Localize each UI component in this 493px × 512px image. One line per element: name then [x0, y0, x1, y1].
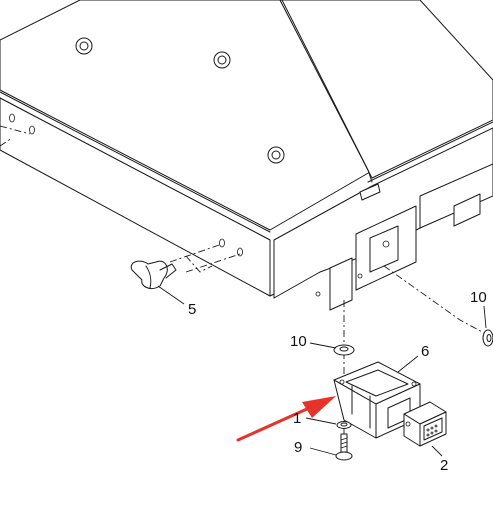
bracket-side-face	[333, 379, 377, 439]
side-tab	[329, 257, 353, 311]
screw-head	[335, 451, 353, 461]
lid-edge-front	[0, 91, 271, 233]
bracket-window	[369, 225, 399, 273]
lid-edge-right	[367, 121, 493, 183]
side-hole	[357, 273, 363, 279]
side-slot-panel	[419, 163, 493, 229]
callout-9: 9	[294, 439, 302, 456]
washer-small-part	[305, 417, 352, 429]
callout-10-top: 10	[290, 333, 307, 350]
callout-2: 2	[440, 457, 448, 474]
thumb-screw-shaft	[159, 263, 177, 279]
thumb-screw-part	[130, 260, 185, 305]
bracket-box-part	[333, 355, 421, 439]
side-slot	[453, 193, 481, 227]
leader-1	[305, 417, 337, 425]
leader-5	[157, 285, 185, 305]
chassis-body	[0, 0, 493, 311]
leader-10b	[483, 305, 487, 329]
washer-top-part	[309, 342, 355, 356]
washer-top-inner	[339, 346, 349, 352]
bracket-opening	[345, 369, 409, 397]
callout-labels: 5 10 6 1 9 2 10	[188, 289, 487, 474]
leader-10a	[309, 342, 337, 349]
arrow-head	[302, 396, 336, 418]
callout-6: 6	[421, 343, 429, 360]
lid-seam	[281, 0, 373, 183]
bracket-screw-hole	[382, 240, 390, 248]
arrow-shaft	[236, 402, 320, 442]
callout-5: 5	[188, 301, 196, 318]
screw-part	[309, 433, 353, 461]
callout-1: 1	[293, 410, 301, 427]
connector-part	[403, 401, 447, 457]
lid-knobs	[75, 37, 285, 164]
seam-hinge	[359, 183, 381, 201]
thumb-screw-head	[130, 260, 168, 289]
knob-inner-3	[271, 150, 281, 160]
leader-2	[431, 445, 443, 457]
red-indicator-arrow	[236, 396, 336, 442]
leader-9	[309, 447, 337, 456]
dash-right	[383, 265, 487, 335]
washer-right-part	[482, 305, 493, 347]
knob-outer-1	[75, 37, 93, 55]
wall-hole	[315, 291, 321, 297]
knob-outer-2	[213, 51, 231, 69]
knob-inner-1	[79, 41, 89, 51]
knob-outer-3	[267, 146, 285, 164]
callout-10-right: 10	[470, 289, 487, 306]
knob-inner-2	[217, 55, 227, 65]
leader-6	[397, 355, 419, 373]
front-wall-holes	[9, 113, 243, 257]
